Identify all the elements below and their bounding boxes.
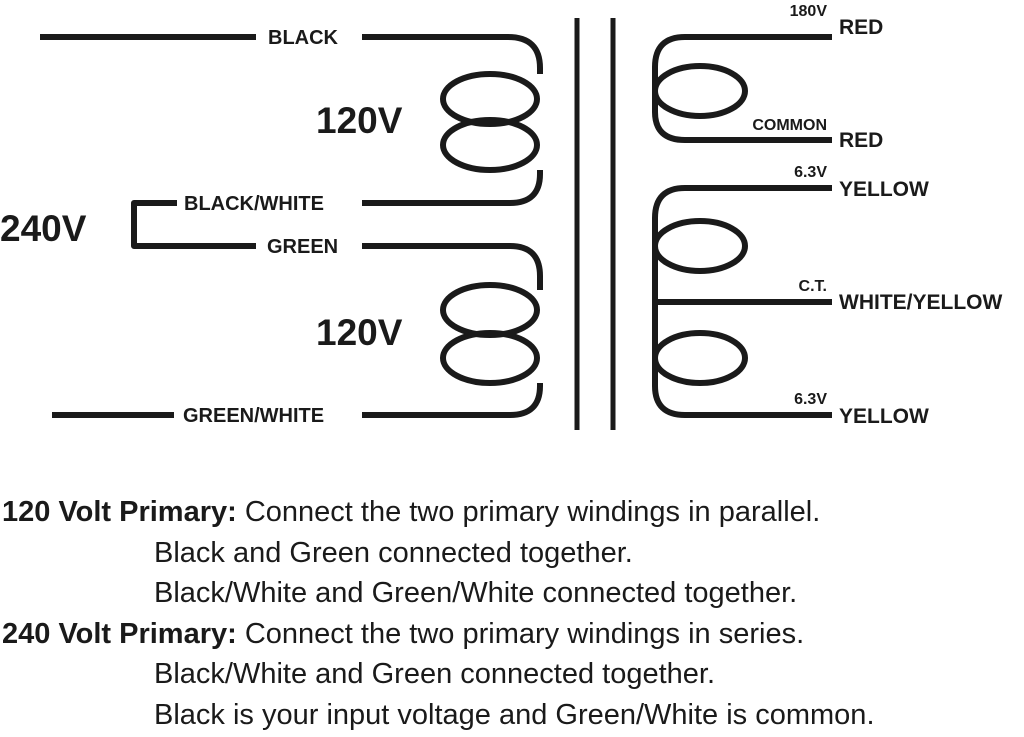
instruction-120v-detail-1: Black and Green connected together. bbox=[154, 536, 633, 569]
tap-label-center-tap: C.T. bbox=[799, 278, 827, 295]
voltage-label-240v: 240V bbox=[0, 208, 87, 249]
instruction-240v-text: Connect the two primary windings in seri… bbox=[236, 617, 805, 650]
wire-label-green-white: GREEN/WHITE bbox=[183, 405, 324, 427]
instruction-120v-detail-2: Black/White and Green/White connected to… bbox=[154, 577, 798, 609]
wire-label-red-top: RED bbox=[839, 16, 883, 39]
wire-label-red-bottom: RED bbox=[839, 129, 883, 152]
wire-label-black-white: BLACK/WHITE bbox=[184, 193, 324, 215]
primary-bottom-lead-green-white bbox=[362, 383, 543, 418]
voltage-label-180v: 180V bbox=[790, 3, 828, 20]
voltage-label-120v-top: 120V bbox=[316, 100, 403, 141]
voltage-label-6-3v-bottom: 6.3V bbox=[794, 391, 827, 408]
wiring-instructions: 120 Volt Primary: Connect the two primar… bbox=[0, 492, 1024, 735]
instruction-240v-heading: 240 Volt Primary: bbox=[2, 617, 237, 650]
primary-top-lead-black bbox=[362, 34, 543, 74]
instruction-120v-text: Connect the two primary windings in para… bbox=[236, 496, 821, 528]
tap-label-common: COMMON bbox=[752, 117, 827, 134]
wire-label-yellow-bottom: YELLOW bbox=[839, 405, 929, 428]
instruction-120v-primary: 120 Volt Primary: Connect the two primar… bbox=[0, 492, 1024, 533]
primary-bottom-lead-green bbox=[362, 243, 543, 290]
wire-label-green: GREEN bbox=[267, 236, 338, 258]
transformer-wiring-diagram: BLACK BLACK/WHITE GREEN GREEN/WHITE 120V… bbox=[0, 3, 1002, 430]
voltage-label-6-3v-top: 6.3V bbox=[794, 164, 827, 181]
series-jumper-bracket bbox=[131, 200, 256, 249]
primary-top-lead-black-white bbox=[362, 170, 543, 206]
instruction-240v-primary: 240 Volt Primary: Connect the two primar… bbox=[0, 614, 1024, 655]
secondary-hv-coil bbox=[652, 63, 748, 119]
instruction-240v-detail-2: Black is your input voltage and Green/Wh… bbox=[154, 698, 875, 731]
secondary-filament-coil bbox=[652, 218, 748, 386]
voltage-label-120v-bottom: 120V bbox=[316, 312, 403, 353]
wire-label-yellow-top: YELLOW bbox=[839, 178, 929, 201]
instruction-120v-heading: 120 Volt Primary: bbox=[2, 496, 237, 528]
instruction-240v-detail-1: Black/White and Green connected together… bbox=[154, 658, 716, 690]
primary-bottom-coil bbox=[440, 282, 540, 386]
primary-top-coil bbox=[440, 71, 540, 173]
wire-label-black: BLACK bbox=[268, 27, 339, 49]
wire-label-white-yellow: WHITE/YELLOW bbox=[839, 291, 1002, 314]
